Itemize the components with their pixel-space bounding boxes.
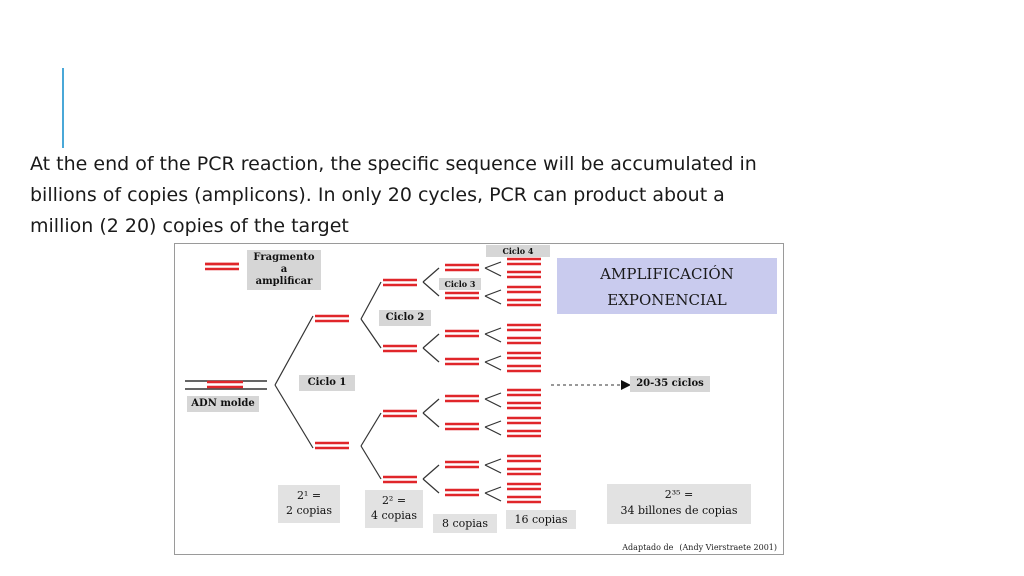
branch-line	[422, 281, 440, 297]
body-text: At the end of the PCR reaction, the spec…	[30, 149, 820, 242]
branch-line	[484, 327, 502, 335]
copies-34-billion-label: 2³⁵ = 34 billones de copias	[607, 484, 751, 524]
accent-line	[62, 68, 64, 148]
amplification-title: AMPLIFICACIÓN EXPONENCIAL	[557, 258, 777, 314]
branch-line	[422, 267, 440, 283]
branch-line	[360, 318, 382, 349]
branch-line	[484, 420, 502, 428]
branch-line	[484, 426, 502, 436]
copies-8-label: 8 copias	[433, 514, 497, 533]
branch-line	[422, 333, 440, 349]
body-text-line: At the end of the PCR reaction, the spec…	[30, 153, 757, 175]
body-text-line: billions of copies (amplicons). In only …	[30, 184, 725, 206]
branch-line	[422, 398, 440, 414]
branch-line	[422, 464, 440, 480]
cycle2-label: Ciclo 2	[379, 310, 431, 326]
body-text-line: million (2 20) copies of the target	[30, 215, 349, 237]
branch-line	[274, 384, 314, 449]
branch-line	[484, 361, 502, 371]
branch-line	[484, 261, 502, 269]
branch-line	[360, 281, 382, 320]
cycle4-label: Ciclo 4	[486, 245, 550, 257]
branch-line	[484, 267, 502, 277]
branch-line	[484, 295, 502, 305]
branch-line	[484, 392, 502, 400]
branch-line	[484, 458, 502, 466]
copies-4-label: 2² = 4 copias	[365, 490, 423, 528]
branch-line	[484, 492, 502, 502]
copies-16-label: 16 copias	[506, 510, 576, 529]
cycle3-label: Ciclo 3	[439, 278, 481, 290]
copies-2-label: 2¹ = 2 copias	[278, 485, 340, 523]
arrowhead-icon	[621, 380, 631, 390]
branch-line	[360, 445, 382, 480]
branch-line	[484, 333, 502, 343]
branch-line	[484, 398, 502, 408]
branch-line	[422, 347, 440, 363]
branch-line	[484, 289, 502, 297]
branch-line	[422, 478, 440, 494]
pcr-amplification-figure: Fragmento a amplificar ADN molde Ciclo 1…	[174, 243, 784, 555]
branch-line	[360, 412, 382, 447]
legend-fragment-label: Fragmento a amplificar	[247, 250, 321, 290]
branch-line	[484, 486, 502, 494]
cycles-range-label: 20-35 ciclos	[630, 376, 710, 392]
branch-line	[274, 315, 314, 386]
pcr-tree-diagram	[185, 257, 631, 504]
figure-credit: Adaptado de(Andy Vierstraete 2001)	[622, 543, 777, 552]
template-dna-label: ADN molde	[187, 396, 259, 412]
branch-line	[422, 412, 440, 428]
cycle1-label: Ciclo 1	[299, 375, 355, 391]
branch-line	[484, 464, 502, 474]
branch-line	[484, 355, 502, 363]
